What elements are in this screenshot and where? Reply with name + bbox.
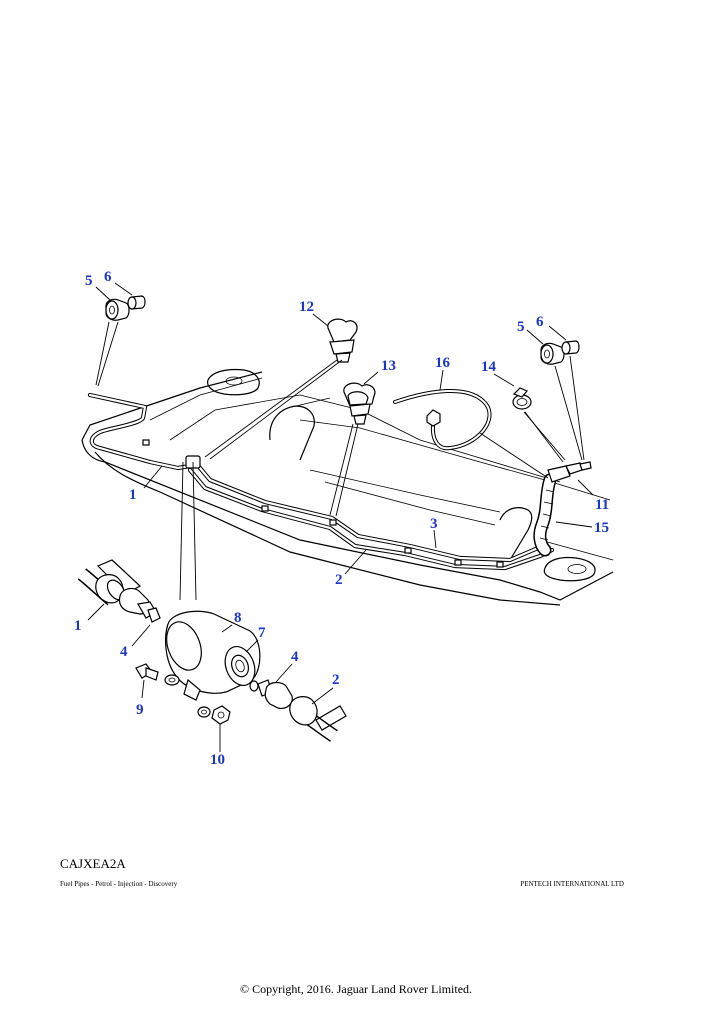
callout-3: 3 xyxy=(430,516,438,532)
copyright-notice: © Copyright, 2016. Jaguar Land Rover Lim… xyxy=(239,982,473,996)
callout-5-left: 5 xyxy=(85,273,93,289)
bush-6-right xyxy=(561,340,580,355)
union-4-left xyxy=(118,587,161,623)
flexible-hose xyxy=(533,461,592,557)
callout-15: 15 xyxy=(594,520,609,536)
clip-13 xyxy=(343,382,376,425)
grommet-5-right xyxy=(540,342,565,365)
nut-10 xyxy=(197,705,231,725)
fuel-pipe-3 xyxy=(192,459,548,563)
diagram-caption: Fuel Pipes - Petrol - Injection - Discov… xyxy=(60,880,178,888)
fuel-pipe-1 xyxy=(87,392,193,471)
callouts: 1 1 2 2 3 4 4 5 5 6 6 7 8 9 10 11 12 13 … xyxy=(74,269,609,768)
callout-8: 8 xyxy=(234,610,242,626)
callout-2-upper: 2 xyxy=(335,572,343,588)
washer xyxy=(164,674,180,686)
callout-11: 11 xyxy=(595,497,609,513)
bush-6-left xyxy=(127,295,146,310)
pipe-2-end xyxy=(289,696,347,742)
callout-4-right: 4 xyxy=(291,649,299,665)
callout-6-right: 6 xyxy=(536,314,544,330)
grommet-5-left xyxy=(105,298,130,321)
callout-1-lower: 1 xyxy=(74,618,82,634)
bolt-9 xyxy=(135,663,159,681)
fuel-pipe-2 xyxy=(187,467,555,571)
publisher-name: PENTECH INTERNATIONAL LTD xyxy=(520,880,624,888)
callout-13: 13 xyxy=(381,358,396,374)
leader-lines xyxy=(87,282,594,752)
callout-16: 16 xyxy=(435,355,451,371)
pipe-clips xyxy=(142,439,504,568)
hose-clamp-14 xyxy=(512,387,532,410)
callout-10: 10 xyxy=(210,752,225,768)
chassis-frame xyxy=(81,368,614,606)
callout-2-lower: 2 xyxy=(332,672,340,688)
callout-6-left: 6 xyxy=(104,269,112,285)
diagram-code: CAJXEA2A xyxy=(60,856,126,871)
fuel-filter xyxy=(165,610,261,701)
callout-5-right: 5 xyxy=(517,319,525,335)
fuel-hose-16 xyxy=(393,388,492,451)
union-4-right xyxy=(249,679,293,709)
callout-7: 7 xyxy=(258,625,266,641)
callout-9: 9 xyxy=(136,702,144,718)
clip-12 xyxy=(327,318,358,363)
callout-4-left: 4 xyxy=(120,644,128,660)
callout-12: 12 xyxy=(299,299,314,315)
callout-1-upper: 1 xyxy=(129,487,137,503)
callout-14: 14 xyxy=(481,359,497,375)
